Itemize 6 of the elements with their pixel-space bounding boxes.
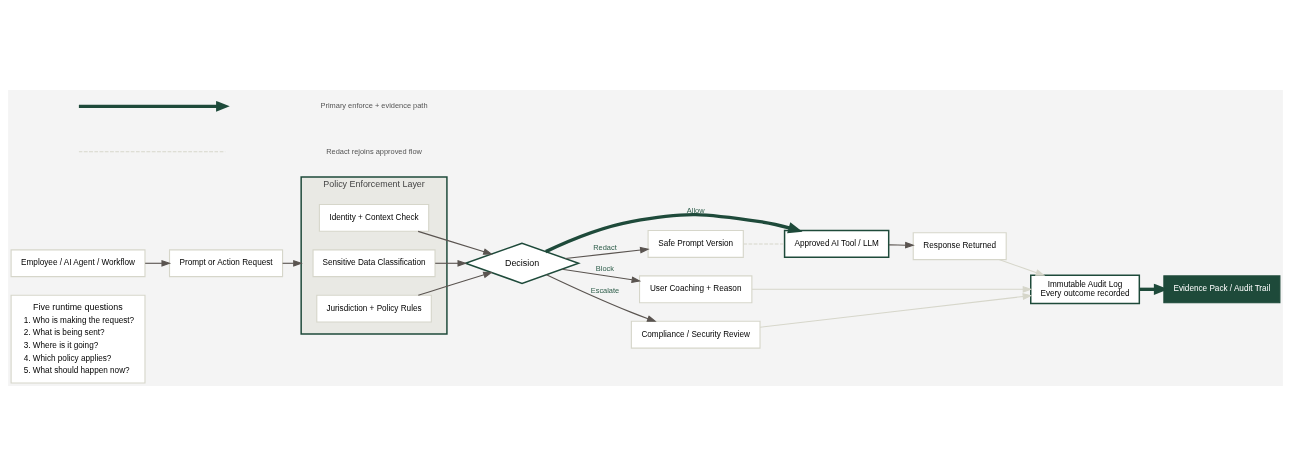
- edge-label: Block: [595, 263, 615, 273]
- legend-label: Redact rejoins approved flow: [326, 146, 422, 156]
- edge-label: Redact: [593, 242, 617, 252]
- legend-label: Primary enforce + evidence path: [320, 100, 428, 110]
- edge-label: Allow: [686, 205, 705, 215]
- edge-label: Escalate: [590, 285, 620, 295]
